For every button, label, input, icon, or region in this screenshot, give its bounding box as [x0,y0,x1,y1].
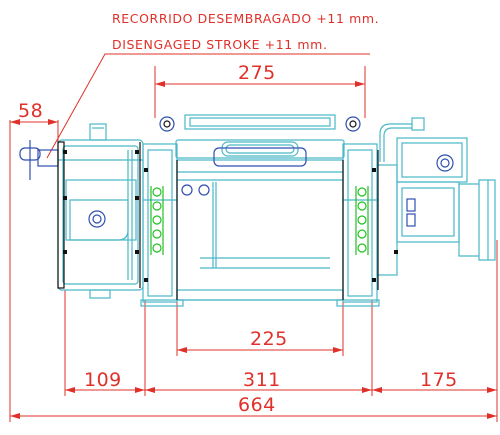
hatch-marks [63,150,398,282]
dim-top-width: 275 [238,62,276,84]
dim-drum-width: 225 [250,328,288,350]
note-english: DISENGAGED STROKE +11 mm. [112,37,328,52]
note-spanish: RECORRIDO DESEMBRAGADO +11 mm. [112,11,379,26]
dim-left-segment: 109 [84,369,122,391]
dim-overall-length: 664 [238,394,276,416]
bolt-markers [150,186,369,255]
winch-body [57,114,496,307]
dim-middle-segment: 311 [243,369,281,391]
dimension-lines [9,53,498,422]
dimension-arrows [10,81,497,419]
dim-disengaged-offset: 58 [18,100,43,122]
dim-right-segment: 175 [420,369,458,391]
black-accents [57,120,379,300]
winch-details [19,116,454,228]
